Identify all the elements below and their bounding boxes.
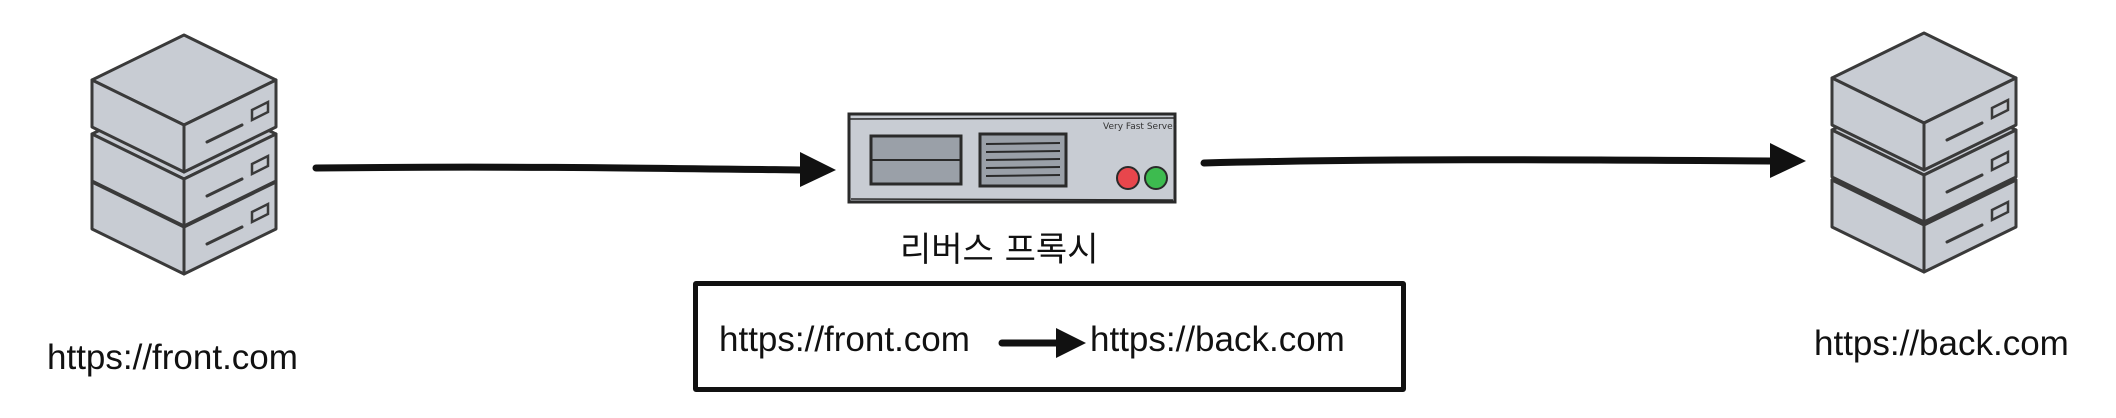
proxy-device-text: Very Fast Server bbox=[1103, 122, 1177, 132]
back-server-label: https://back.com bbox=[1814, 324, 2069, 363]
back-server-icon bbox=[1830, 31, 2018, 274]
arrow-front-to-proxy bbox=[312, 152, 836, 187]
reverse-proxy-server-icon bbox=[847, 112, 1177, 204]
url-mapping-box bbox=[693, 281, 1406, 392]
mapping-arrow bbox=[998, 328, 1086, 358]
front-server-label: https://front.com bbox=[47, 338, 298, 377]
reverse-proxy-label: 리버스 프록시 bbox=[900, 230, 1099, 270]
front-server-icon bbox=[90, 33, 278, 276]
mapping-to-label: https://back.com bbox=[1090, 320, 1345, 359]
mapping-from-label: https://front.com bbox=[719, 320, 970, 359]
arrow-proxy-to-back bbox=[1200, 143, 1806, 178]
